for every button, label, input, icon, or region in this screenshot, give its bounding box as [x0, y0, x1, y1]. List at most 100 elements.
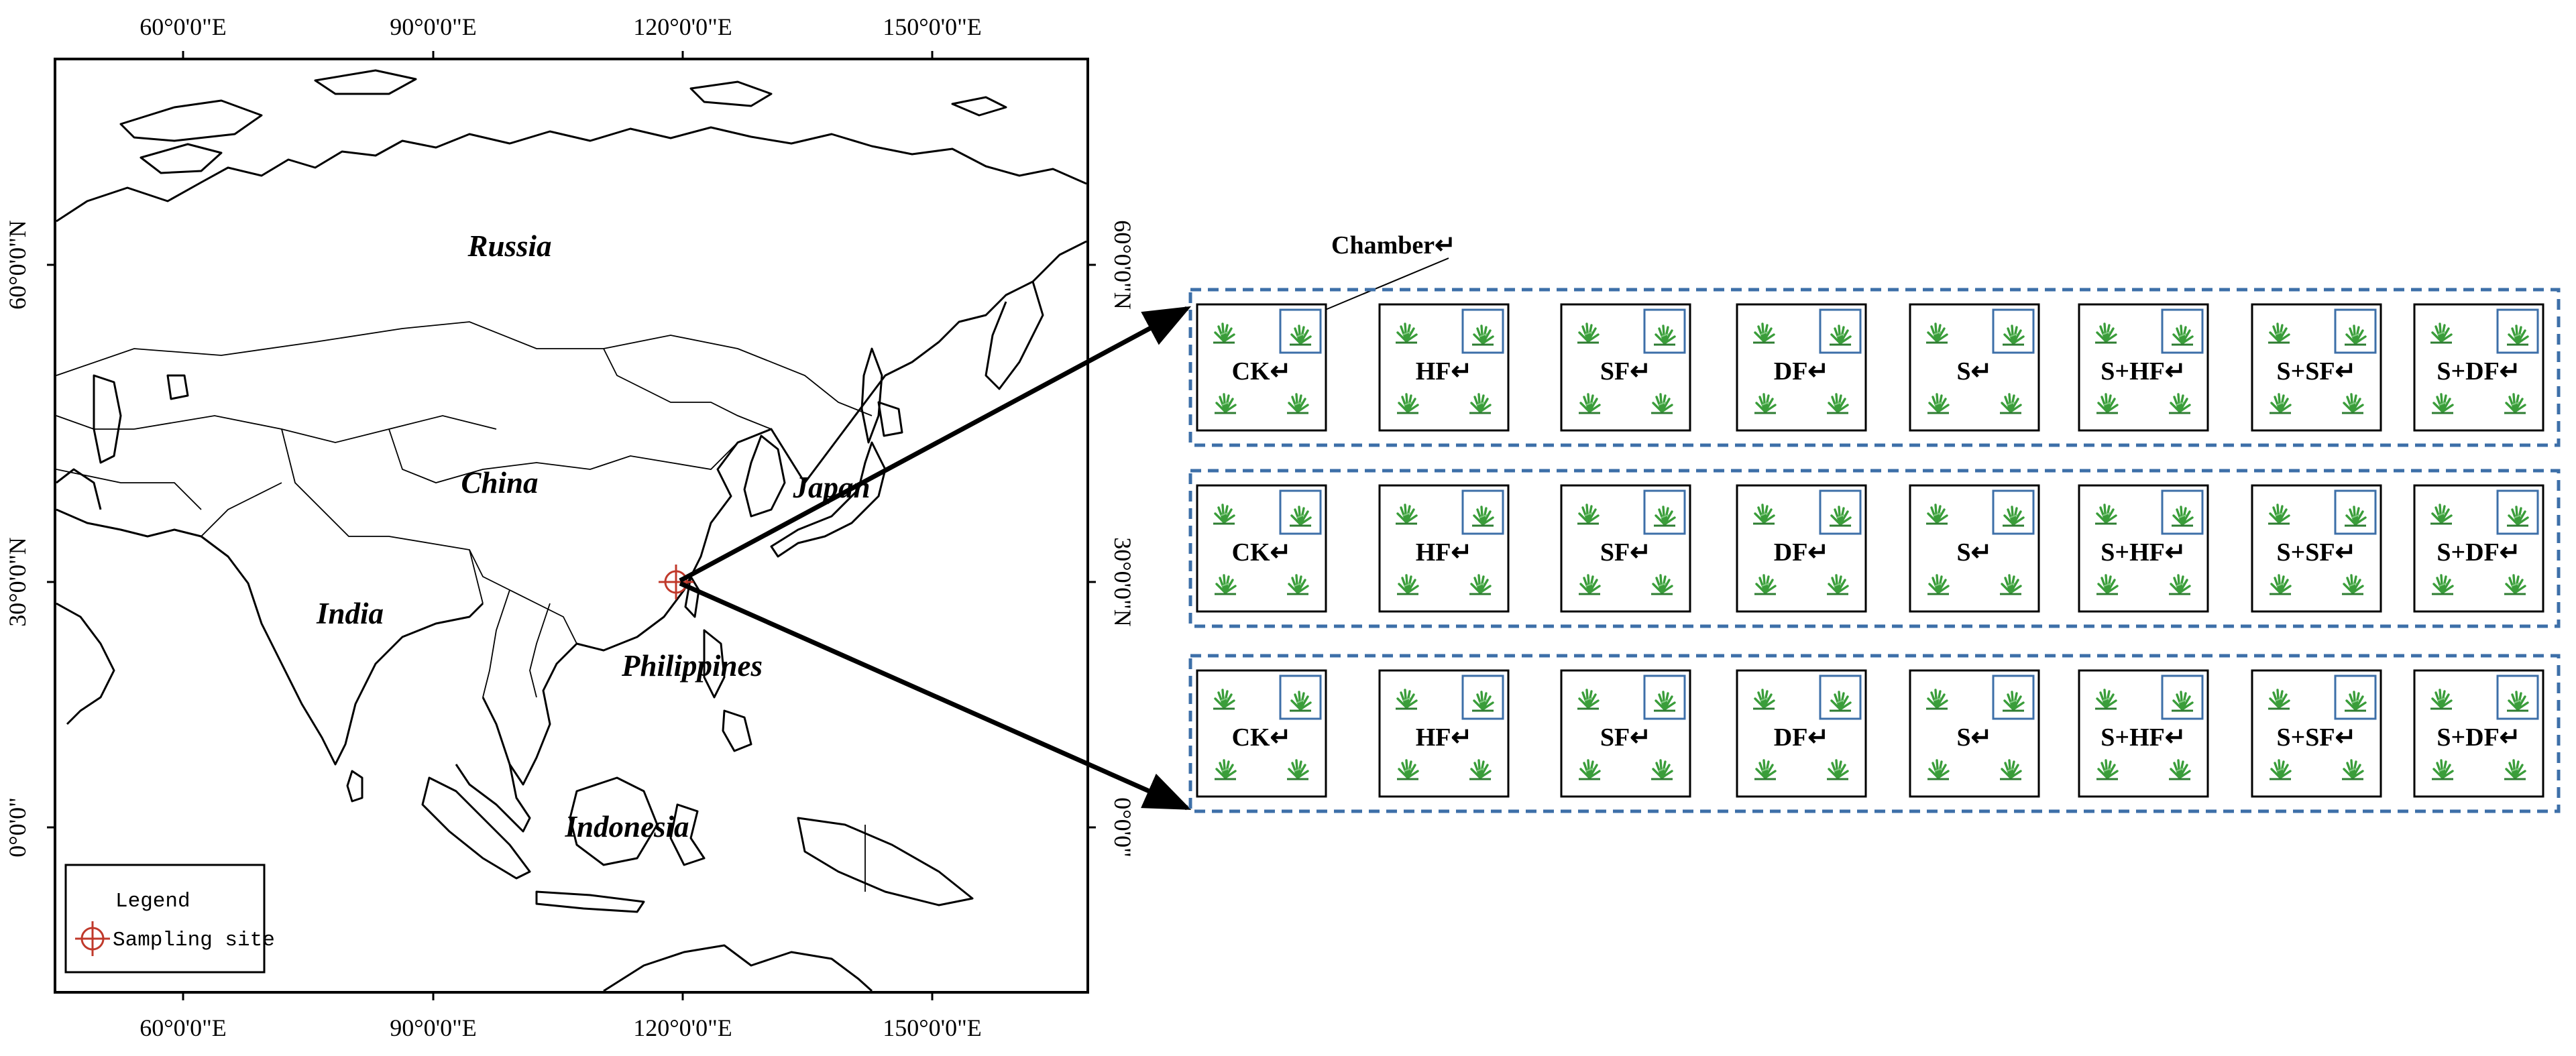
treatment-label: S+DF↵ — [2437, 538, 2520, 567]
treatment-label: CK↵ — [1232, 357, 1292, 386]
treatment-label: S+HF↵ — [2101, 538, 2186, 567]
treatment-label: S↵ — [1957, 357, 1993, 386]
chamber-box — [2496, 674, 2539, 720]
map-panel: 60°0'0"E 90°0'0"E 120°0'0"E 150°0'0"E 60… — [4, 13, 1136, 1041]
left-tick-label: 60°0'0"N — [4, 220, 31, 310]
right-tick-label: 30°0'0"N — [1109, 537, 1136, 627]
treatment-plot: SF↵ — [1560, 484, 1691, 613]
chamber-box — [1643, 308, 1686, 354]
treatment-label: S+HF↵ — [2101, 723, 2186, 752]
replicate-row — [1188, 469, 2561, 628]
chamber-box — [2334, 489, 2377, 535]
chamber-box — [1461, 489, 1504, 535]
treatment-label: S+SF↵ — [2277, 723, 2357, 752]
treatment-label: CK↵ — [1232, 723, 1292, 752]
left-tick-label: 30°0'0"N — [4, 537, 31, 627]
arrow-to-top-row — [679, 306, 1192, 583]
chamber-box — [1279, 308, 1322, 354]
treatment-plot: DF↵ — [1736, 484, 1867, 613]
treatment-plot: S+HF↵ — [2078, 303, 2209, 432]
treatment-plot: HF↵ — [1378, 484, 1510, 613]
replicate-row — [1188, 288, 2561, 447]
treatment-plot: HF↵ — [1378, 669, 1510, 798]
treatment-plot: DF↵ — [1736, 303, 1867, 432]
chamber-box — [1279, 674, 1322, 720]
top-tick-label: 60°0'0"E — [139, 13, 227, 40]
right-tick-label: 0°0'0" — [1109, 797, 1136, 858]
coastlines — [56, 69, 1086, 991]
bottom-tick-label: 150°0'0"E — [883, 1014, 982, 1041]
treatment-plot: S↵ — [1909, 484, 2040, 613]
treatment-plot: S+SF↵ — [2251, 669, 2382, 798]
treatment-plot: S+DF↵ — [2413, 484, 2544, 613]
chamber-box — [1461, 674, 1504, 720]
treatment-label: S+SF↵ — [2277, 538, 2357, 567]
sampling-site-marker — [659, 565, 693, 599]
treatment-plot: S+SF↵ — [2251, 484, 2382, 613]
top-tick-label: 90°0'0"E — [390, 13, 477, 40]
chamber-box — [2161, 489, 2204, 535]
treatment-label: SF↵ — [1600, 538, 1651, 567]
chamber-box — [1461, 308, 1504, 354]
treatment-label: S↵ — [1957, 538, 1993, 567]
replicate-row — [1188, 654, 2561, 813]
treatment-label: HF↵ — [1416, 723, 1473, 752]
chamber-box — [1992, 674, 2035, 720]
country-label-india: India — [316, 597, 384, 630]
treatment-plot: CK↵ — [1196, 669, 1327, 798]
chamber-box — [1643, 489, 1686, 535]
treatment-plot: HF↵ — [1378, 303, 1510, 432]
treatment-label: S+HF↵ — [2101, 357, 2186, 386]
country-label-china: China — [461, 466, 538, 500]
legend-item-label: Sampling site — [113, 929, 275, 952]
country-label-russia: Russia — [467, 229, 551, 263]
treatment-label: SF↵ — [1600, 723, 1651, 752]
treatment-plot: S+HF↵ — [2078, 484, 2209, 613]
treatment-plot: S+HF↵ — [2078, 669, 2209, 798]
treatment-plot: S↵ — [1909, 669, 2040, 798]
chamber-box — [2334, 674, 2377, 720]
chamber-box — [2334, 308, 2377, 354]
sampling-site-icon — [75, 921, 110, 956]
treatment-label: HF↵ — [1416, 538, 1473, 567]
chamber-box — [1643, 674, 1686, 720]
top-tick-label: 120°0'0"E — [633, 13, 732, 40]
treatment-label: S+DF↵ — [2437, 723, 2520, 752]
treatment-label: S+DF↵ — [2437, 357, 2520, 386]
arrow-to-bottom-row — [679, 581, 1192, 811]
treatment-label: S+SF↵ — [2277, 357, 2357, 386]
legend-title: Legend — [115, 890, 190, 913]
treatment-plot: CK↵ — [1196, 303, 1327, 432]
chamber-box — [2161, 674, 2204, 720]
chamber-box — [1279, 489, 1322, 535]
chamber-box — [2161, 308, 2204, 354]
treatment-label: CK↵ — [1232, 538, 1292, 567]
chamber-box — [1819, 489, 1862, 535]
left-tick-label: 0°0'0" — [4, 797, 31, 858]
treatment-plot: S+DF↵ — [2413, 303, 2544, 432]
treatment-label: DF↵ — [1774, 723, 1830, 752]
chamber-box — [2496, 308, 2539, 354]
chamber-label: Chamber↵ — [1331, 231, 1456, 259]
treatment-label: SF↵ — [1600, 357, 1651, 386]
treatment-plot: S+DF↵ — [2413, 669, 2544, 798]
chamber-box — [1992, 489, 2035, 535]
bottom-tick-label: 120°0'0"E — [633, 1014, 732, 1041]
chamber-box — [1819, 674, 1862, 720]
top-tick-label: 150°0'0"E — [883, 13, 982, 40]
chamber-box — [2496, 489, 2539, 535]
map-frame — [54, 58, 1089, 994]
treatment-label: DF↵ — [1774, 357, 1830, 386]
right-tick-label: 60°0'0"N — [1109, 220, 1136, 310]
bottom-tick-label: 60°0'0"E — [139, 1014, 227, 1041]
treatment-label: DF↵ — [1774, 538, 1830, 567]
treatment-label: HF↵ — [1416, 357, 1473, 386]
treatment-label: S↵ — [1957, 723, 1993, 752]
chamber-box — [1819, 308, 1862, 354]
treatment-plot: SF↵ — [1560, 303, 1691, 432]
treatment-plot: DF↵ — [1736, 669, 1867, 798]
treatment-plot: SF↵ — [1560, 669, 1691, 798]
treatment-plot: S↵ — [1909, 303, 2040, 432]
country-borders — [56, 321, 873, 892]
